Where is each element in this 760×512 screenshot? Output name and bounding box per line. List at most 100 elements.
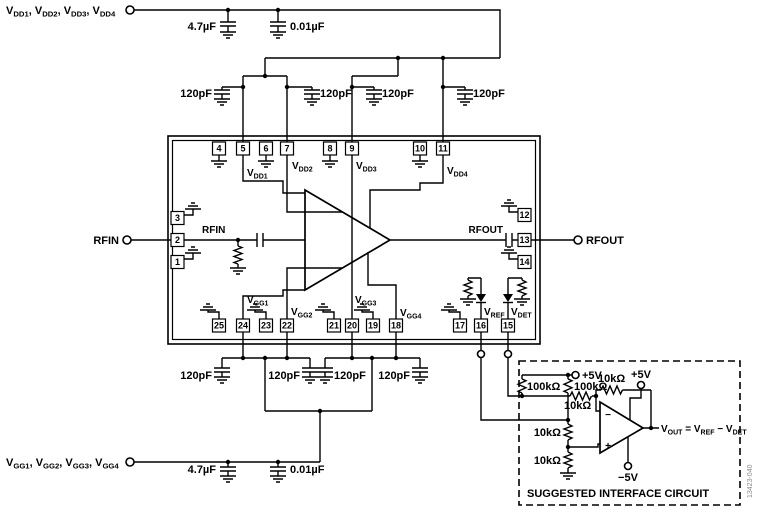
pin-7: 7: [284, 144, 289, 154]
pin-label-vgg4: VGG4: [400, 308, 422, 321]
rfout-external-label: RFOUT: [586, 235, 624, 247]
pin-label-vdd2: VDD2: [292, 161, 313, 174]
ground-symbols: [200, 303, 457, 311]
rfin-terminal: [122, 235, 132, 245]
rf-bypass-cap-value: 120pF: [382, 88, 414, 100]
capacitor-plates: [214, 367, 428, 472]
pin-13: 13: [519, 235, 529, 245]
pin-6: 6: [263, 144, 268, 154]
opamp-minus-input: −: [605, 410, 611, 421]
pin-label-vgg1: VGG1: [247, 295, 269, 308]
rf-bypass-cap-value: 120pF: [334, 370, 366, 382]
rf-bypass-cap-value: 120pF: [180, 88, 212, 100]
vdd-terminal: [125, 5, 135, 15]
rf-bypass-cap-value: 120pF: [320, 88, 352, 100]
pin-8: 8: [327, 144, 332, 154]
pin-14: 14: [519, 257, 529, 267]
coupling-cap: [256, 233, 264, 247]
vgg-bulk-cap-value: 4.7µF: [188, 464, 217, 476]
pin-19: 19: [368, 321, 378, 331]
pin-24: 24: [238, 321, 248, 331]
vdd-supply-rail: VDD1, VDD2, VDD3, VDD4 4.7µF 0.01µF 120p…: [6, 5, 505, 142]
pin-2: 2: [175, 235, 180, 245]
capacitor-plates: [214, 21, 473, 95]
divider-resistor-value: 10kΩ: [534, 427, 561, 439]
opamp-neg-supply-connector: [623, 461, 633, 471]
diode-vref: [476, 294, 486, 302]
pin-label-vgg2: VGG2: [291, 307, 313, 320]
vgg-terminal: [125, 457, 135, 467]
opamp-pos-supply-label: +5V: [631, 369, 652, 381]
pin-25: 25: [214, 321, 224, 331]
divider-resistors: [562, 423, 574, 469]
rfout-terminal: [573, 235, 583, 245]
pin-20: 20: [347, 321, 357, 331]
pin-label-vdd3: VDD3: [356, 161, 377, 174]
coupling-cap: [505, 233, 513, 247]
rfout-section: 12 13 14 RFOUT RFOUT: [390, 199, 624, 270]
series-resistor: [569, 390, 593, 402]
vref-connector: [476, 349, 486, 359]
pin-10: 10: [415, 144, 425, 154]
pin-22: 22: [282, 321, 292, 331]
opamp-neg-supply-label: −5V: [618, 472, 639, 484]
rfin-external-label: RFIN: [93, 235, 119, 247]
detector-output-wires: [476, 332, 570, 421]
ground-symbols: [214, 376, 428, 483]
vdd-bypass-cap-value: 0.01µF: [290, 21, 325, 33]
pin-16: 16: [476, 321, 486, 331]
rf-bypass-cap-value: 120pF: [268, 370, 300, 382]
pin-18: 18: [391, 321, 401, 331]
figure-code: 13423-040: [747, 464, 754, 498]
ground-symbols: [185, 202, 246, 275]
pin-9: 9: [349, 144, 354, 154]
pullup-resistors: [516, 378, 574, 394]
pin-label-vref: VREF: [484, 307, 505, 320]
pin-17: 17: [455, 321, 465, 331]
series-resistor-value: 10kΩ: [564, 400, 591, 412]
pin-3: 3: [175, 213, 180, 223]
divider-resistor-value: 10kΩ: [534, 455, 561, 467]
bias-routing-wires: [242, 155, 444, 319]
feedback-resistor: [600, 384, 624, 396]
opamp-pos-supply-connector: [636, 380, 646, 390]
rfin-section: 3 2 1 RFIN RFIN: [93, 202, 305, 275]
pin-label-vdd4: VDD4: [447, 166, 468, 179]
rf-bypass-cap-value: 120pF: [180, 370, 212, 382]
vgg-bypass-cap-value: 0.01µF: [290, 464, 325, 476]
pos-supply-connector: [571, 370, 580, 380]
pin-label-vdet: VDET: [511, 307, 532, 320]
ground-symbol: [560, 472, 576, 480]
opamp-triangle: [599, 400, 645, 455]
pos-supply-label: +5V: [582, 370, 603, 382]
pin-15: 15: [503, 321, 513, 331]
rf-bypass-cap-value: 120pF: [378, 370, 410, 382]
top-pins: 4 5 6 7 8 9 10 11 VDD1 VDD2 VDD3 VDD4: [211, 141, 468, 181]
pin-label-rfin: RFIN: [202, 225, 225, 236]
pullup-resistor-value: 100kΩ: [574, 381, 607, 393]
output-equation: VOUT = VREF − VDET: [661, 424, 747, 437]
pin-label-vdd1: VDD1: [247, 168, 268, 181]
rf-amplifier-triangle: [304, 188, 392, 292]
bottom-pins: 25 24 23 22 21 20 19 18 17 16 15 VGG1 VG…: [200, 295, 516, 333]
pin-label-rfout: RFOUT: [469, 225, 503, 236]
rf-bypass-cap-value: 120pF: [473, 88, 505, 100]
interface-circuit: +5V +5V −5V 100kΩ 100kΩ 10kΩ 10kΩ 10kΩ 1…: [516, 360, 747, 506]
pullup-resistor-value: 100kΩ: [527, 381, 560, 393]
opamp-plus-input: +: [605, 441, 611, 452]
pin-4: 4: [216, 144, 221, 154]
vgg-supply-rail: VGG1, VGG2, VGG3, VGG4 4.7µF 0.01µF 120p…: [6, 332, 428, 483]
vdet-connector: [503, 349, 513, 359]
pin-12: 12: [519, 210, 529, 220]
interface-circuit-title: SUGGESTED INTERFACE CIRCUIT: [527, 488, 709, 500]
shunt-resistor: [232, 245, 244, 265]
ground-symbols: [214, 31, 473, 106]
detector-network: VREF VDET: [460, 277, 532, 320]
ground-symbols: [211, 160, 428, 168]
pin-5: 5: [240, 144, 245, 154]
vdd-terminal-label: VDD1, VDD2, VDD3, VDD4: [6, 5, 116, 19]
ground-symbols: [501, 199, 517, 254]
bias-resistors: [462, 279, 528, 297]
